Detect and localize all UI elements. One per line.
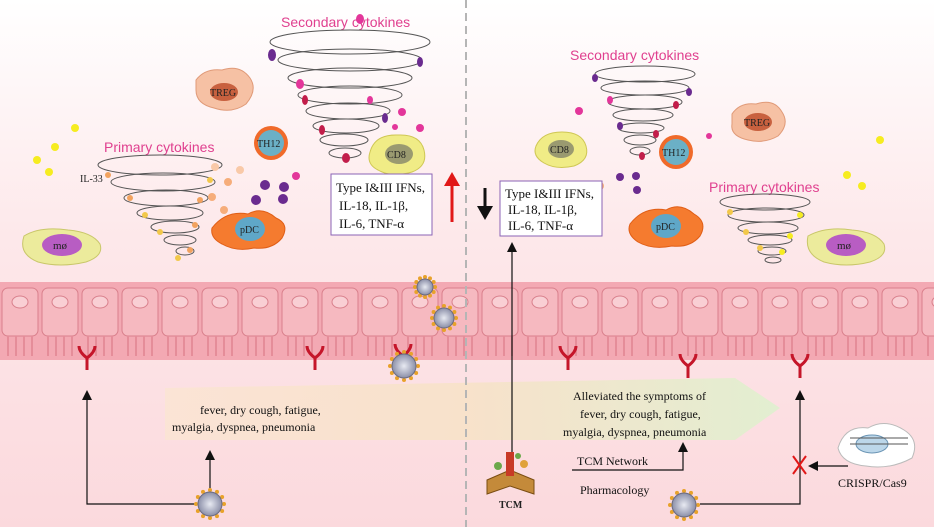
ace2-receptor: [77, 345, 97, 370]
epithelial-cell: [881, 287, 919, 356]
epithelial-cell: [801, 287, 839, 356]
right-primary-cytokines-label: Primary cytokines: [709, 179, 819, 195]
pharmacology-label: Pharmacology: [580, 483, 649, 497]
left-treg-cell: TREG: [195, 67, 254, 111]
epithelial-cell: [321, 287, 359, 356]
epithelial-cell: [681, 287, 719, 356]
right-flow-arrowheads: [507, 242, 818, 471]
svg-text:IL-6, TNF-α: IL-6, TNF-α: [508, 218, 573, 233]
epithelial-cell: [761, 287, 799, 356]
left-secondary-tornado: [269, 29, 431, 159]
epithelial-cell: [601, 287, 639, 356]
svg-text:pDC: pDC: [240, 225, 259, 236]
tcm-book-icon: [486, 452, 535, 495]
svg-text:mø: mø: [837, 240, 852, 252]
left-macrophage-cell: mø: [22, 228, 102, 266]
right-macrophage-cell: mø: [806, 228, 886, 266]
epithelial-cell: [201, 287, 239, 356]
svg-text:Type I&III IFNs,: Type I&III IFNs,: [505, 186, 594, 201]
epithelial-cell: [481, 287, 519, 356]
svg-text:TREG: TREG: [210, 88, 236, 99]
left-secondary-tornado-dots: [268, 14, 423, 163]
svg-text:Type I&III IFNs,: Type I&III IFNs,: [336, 180, 425, 195]
left-cd8-cell: CD8: [368, 134, 426, 176]
virus-icon: [413, 275, 437, 299]
symptom-band: [165, 378, 780, 440]
svg-text:TREG: TREG: [744, 118, 770, 129]
epithelial-cell: [361, 287, 399, 356]
svg-text:TH12: TH12: [662, 148, 685, 159]
epithelial-cell: [841, 287, 879, 356]
svg-text:IL-18, IL-1β,: IL-18, IL-1β,: [508, 202, 577, 217]
epithelial-cell: [81, 287, 119, 356]
left-free-cytokines: [33, 108, 424, 214]
svg-text:IL-6, TNF-α: IL-6, TNF-α: [339, 216, 404, 231]
ace2-receptor: [558, 345, 578, 370]
right-primary-tornado: [719, 193, 811, 264]
left-symptoms-line-2: myalgia, dyspnea, pneumonia: [172, 420, 316, 434]
epithelial-cell: [921, 287, 934, 356]
epithelial-cell: [281, 287, 319, 356]
svg-text:IL-18, IL-1β,: IL-18, IL-1β,: [339, 198, 408, 213]
right-flow-arrows: [511, 248, 848, 505]
block-x-icon: [792, 455, 807, 475]
epithelial-cell: [561, 287, 599, 356]
left-il33-label: IL-33: [80, 174, 103, 185]
svg-text:TH12: TH12: [257, 139, 280, 150]
virus-icon: [430, 304, 458, 332]
right-cytokine-box: Type I&III IFNs, IL-18, IL-1β, IL-6, TNF…: [499, 180, 603, 237]
svg-text:CD8: CD8: [550, 145, 569, 156]
right-secondary-tornado-dots: [592, 74, 692, 160]
svg-text:mø: mø: [53, 240, 68, 252]
epithelial-cell: [41, 287, 79, 356]
left-symptoms-line-1: fever, dry cough, fatigue,: [200, 403, 321, 417]
ace2-receptor: [790, 353, 810, 378]
epithelium-layer: [0, 282, 934, 378]
left-flow-arrows: [86, 396, 211, 505]
epithelial-cell: [121, 287, 159, 356]
left-pdc-cell: pDC: [211, 210, 286, 250]
right-symptoms-line-3: myalgia, dyspnea, pneumonia: [563, 425, 707, 439]
down-arrow-icon: [477, 188, 493, 220]
left-flow-arrowheads: [82, 390, 215, 460]
right-th12-cell: TH12: [659, 135, 693, 169]
left-primary-cytokines-label: Primary cytokines: [104, 139, 214, 155]
right-cd8-cell: CD8: [534, 131, 588, 168]
tcm-label: TCM: [499, 500, 523, 511]
right-treg-cell: TREG: [731, 101, 786, 142]
epithelial-cell: [161, 287, 199, 356]
up-arrow-icon: [444, 172, 460, 222]
epithelial-cell: [641, 287, 679, 356]
left-primary-tornado-dots: [105, 172, 213, 261]
left-cytokine-box: Type I&III IFNs, IL-18, IL-1β, IL-6, TNF…: [330, 173, 433, 236]
virus-icon: [388, 350, 420, 382]
epithelial-cell: [521, 287, 559, 356]
crispr-cas9-icon: [837, 423, 916, 468]
svg-text:pDC: pDC: [656, 222, 675, 233]
right-symptoms-line-2: fever, dry cough, fatigue,: [580, 407, 701, 421]
left-primary-tornado: [97, 154, 223, 256]
epithelial-cell: [721, 287, 759, 356]
ace2-receptor: [678, 353, 698, 378]
right-secondary-cytokines-label: Secondary cytokines: [570, 47, 699, 63]
crispr-cas9-label: CRISPR/Cas9: [838, 476, 907, 490]
tcm-network-label: TCM Network: [577, 454, 648, 468]
right-primary-tornado-dots: [727, 209, 803, 255]
virus-particles: [194, 275, 700, 521]
right-symptoms-line-1: Alleviated the symptoms of: [573, 389, 706, 403]
svg-text:CD8: CD8: [387, 150, 406, 161]
virus-icon: [668, 489, 700, 521]
epithelial-cell: [1, 287, 39, 356]
left-secondary-cytokines-label: Secondary cytokines: [281, 14, 410, 30]
left-th12-cell: TH12: [254, 126, 288, 160]
epithelial-cell: [241, 287, 279, 356]
right-pdc-cell: pDC: [628, 206, 704, 248]
ace2-receptor: [305, 345, 325, 370]
virus-icon: [194, 488, 226, 520]
